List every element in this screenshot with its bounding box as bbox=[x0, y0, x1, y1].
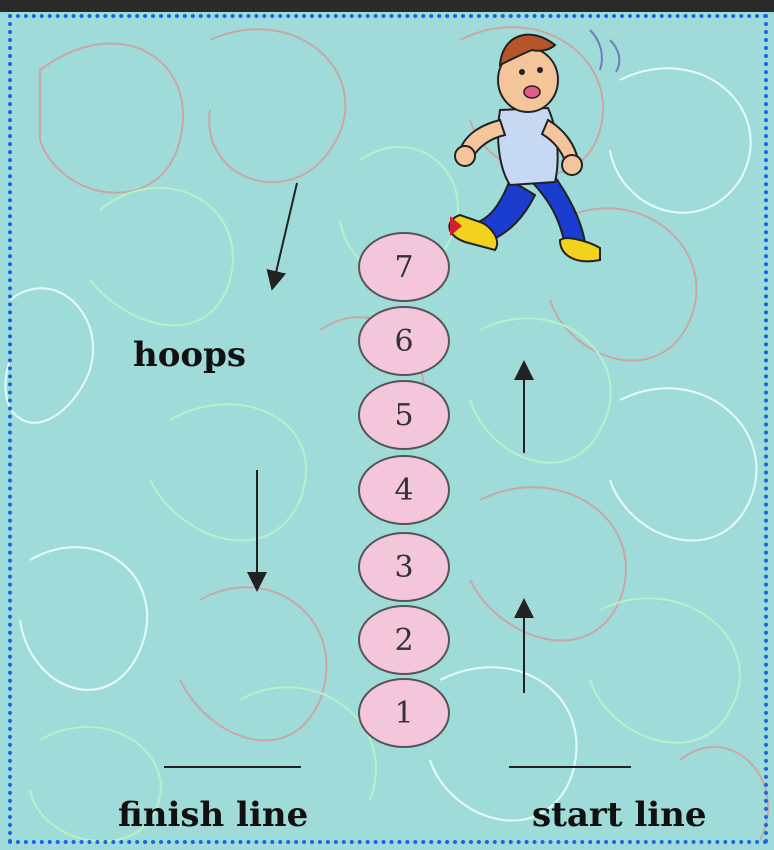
hoop-3: 3 bbox=[358, 532, 450, 602]
top-bar bbox=[0, 0, 774, 12]
hoops-label: hoops bbox=[133, 335, 246, 375]
hoop-4: 4 bbox=[358, 455, 450, 525]
hoop-6: 6 bbox=[358, 306, 450, 376]
red-flag-icon bbox=[450, 216, 462, 236]
running-boy-icon bbox=[448, 29, 621, 263]
start-line-label: start line bbox=[532, 795, 707, 835]
arrow-diagonal-down-icon bbox=[266, 182, 298, 291]
hoop-5: 5 bbox=[358, 380, 450, 450]
finish-line bbox=[164, 766, 301, 768]
hoop-1: 1 bbox=[358, 678, 450, 748]
start-line bbox=[509, 766, 631, 768]
finish-line-label: finish line bbox=[118, 795, 309, 835]
hoop-7: 7 bbox=[358, 232, 450, 302]
hoop-2: 2 bbox=[358, 605, 450, 675]
dotted-frame bbox=[8, 14, 768, 844]
